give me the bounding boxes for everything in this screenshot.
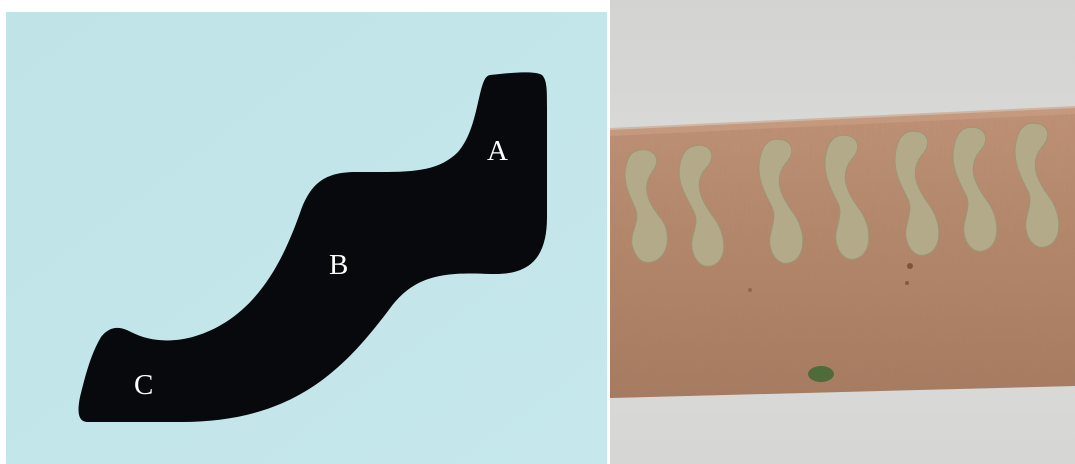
dark-speck	[748, 288, 752, 292]
green-spot	[808, 366, 834, 382]
label-a: A	[487, 135, 508, 167]
photo-panel	[610, 0, 1075, 464]
label-b: B	[329, 249, 348, 281]
dark-speck	[905, 281, 909, 285]
schematic-svg: A B C	[6, 12, 607, 464]
schematic-panel: A B C	[6, 12, 607, 464]
photo-svg	[610, 0, 1075, 464]
dark-speck	[907, 263, 913, 269]
label-c: C	[134, 369, 153, 401]
